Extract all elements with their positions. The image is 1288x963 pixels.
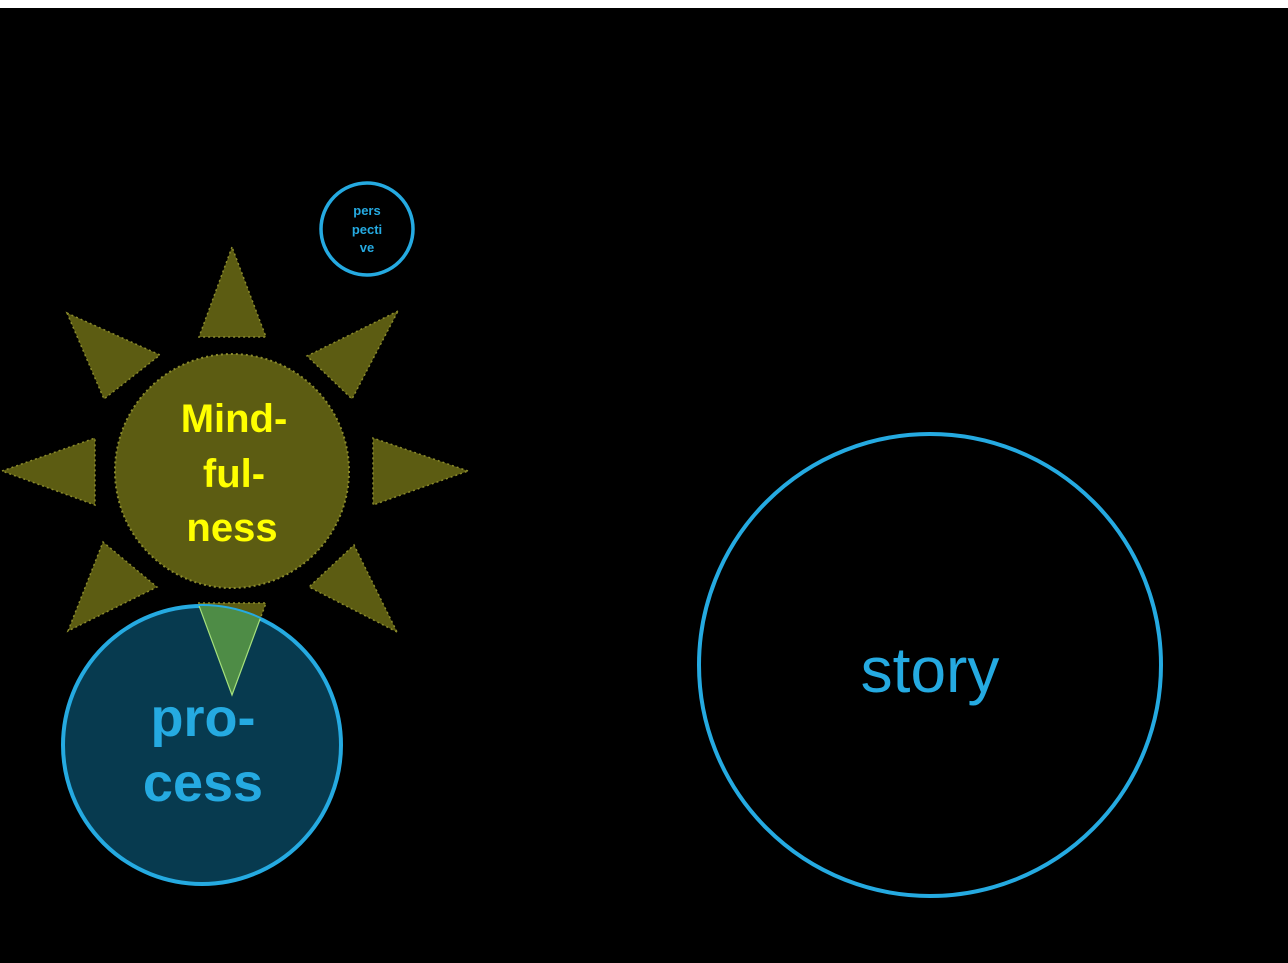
ray-top-left (65, 311, 162, 401)
ray-top-right (305, 309, 400, 401)
perspective-label-line-1: pers (353, 203, 380, 218)
perspective-label-line-3: ve (360, 240, 374, 255)
mindfulness-label-line-2: ful- (203, 452, 265, 496)
story-label: story (861, 634, 1000, 706)
ray-bottom-left (66, 540, 159, 633)
mindfulness-label-line-3: ness (186, 506, 277, 550)
process-label-line-2: cess (143, 753, 263, 813)
mindfulness-label-line-1: Mind- (181, 397, 288, 441)
process-label-line-1: pro- (151, 688, 256, 748)
overlap-region (197, 606, 267, 697)
overlap-ray (197, 606, 267, 697)
ray-top (197, 244, 268, 338)
mindfulness-node[interactable] (114, 353, 350, 589)
perspective-label-line-2: pecti (352, 222, 382, 237)
ray-right (372, 436, 471, 507)
ray-left (0, 436, 96, 507)
perspective-node[interactable] (319, 181, 415, 277)
story-node[interactable] (697, 432, 1163, 898)
ray-bottom-right (307, 543, 399, 634)
